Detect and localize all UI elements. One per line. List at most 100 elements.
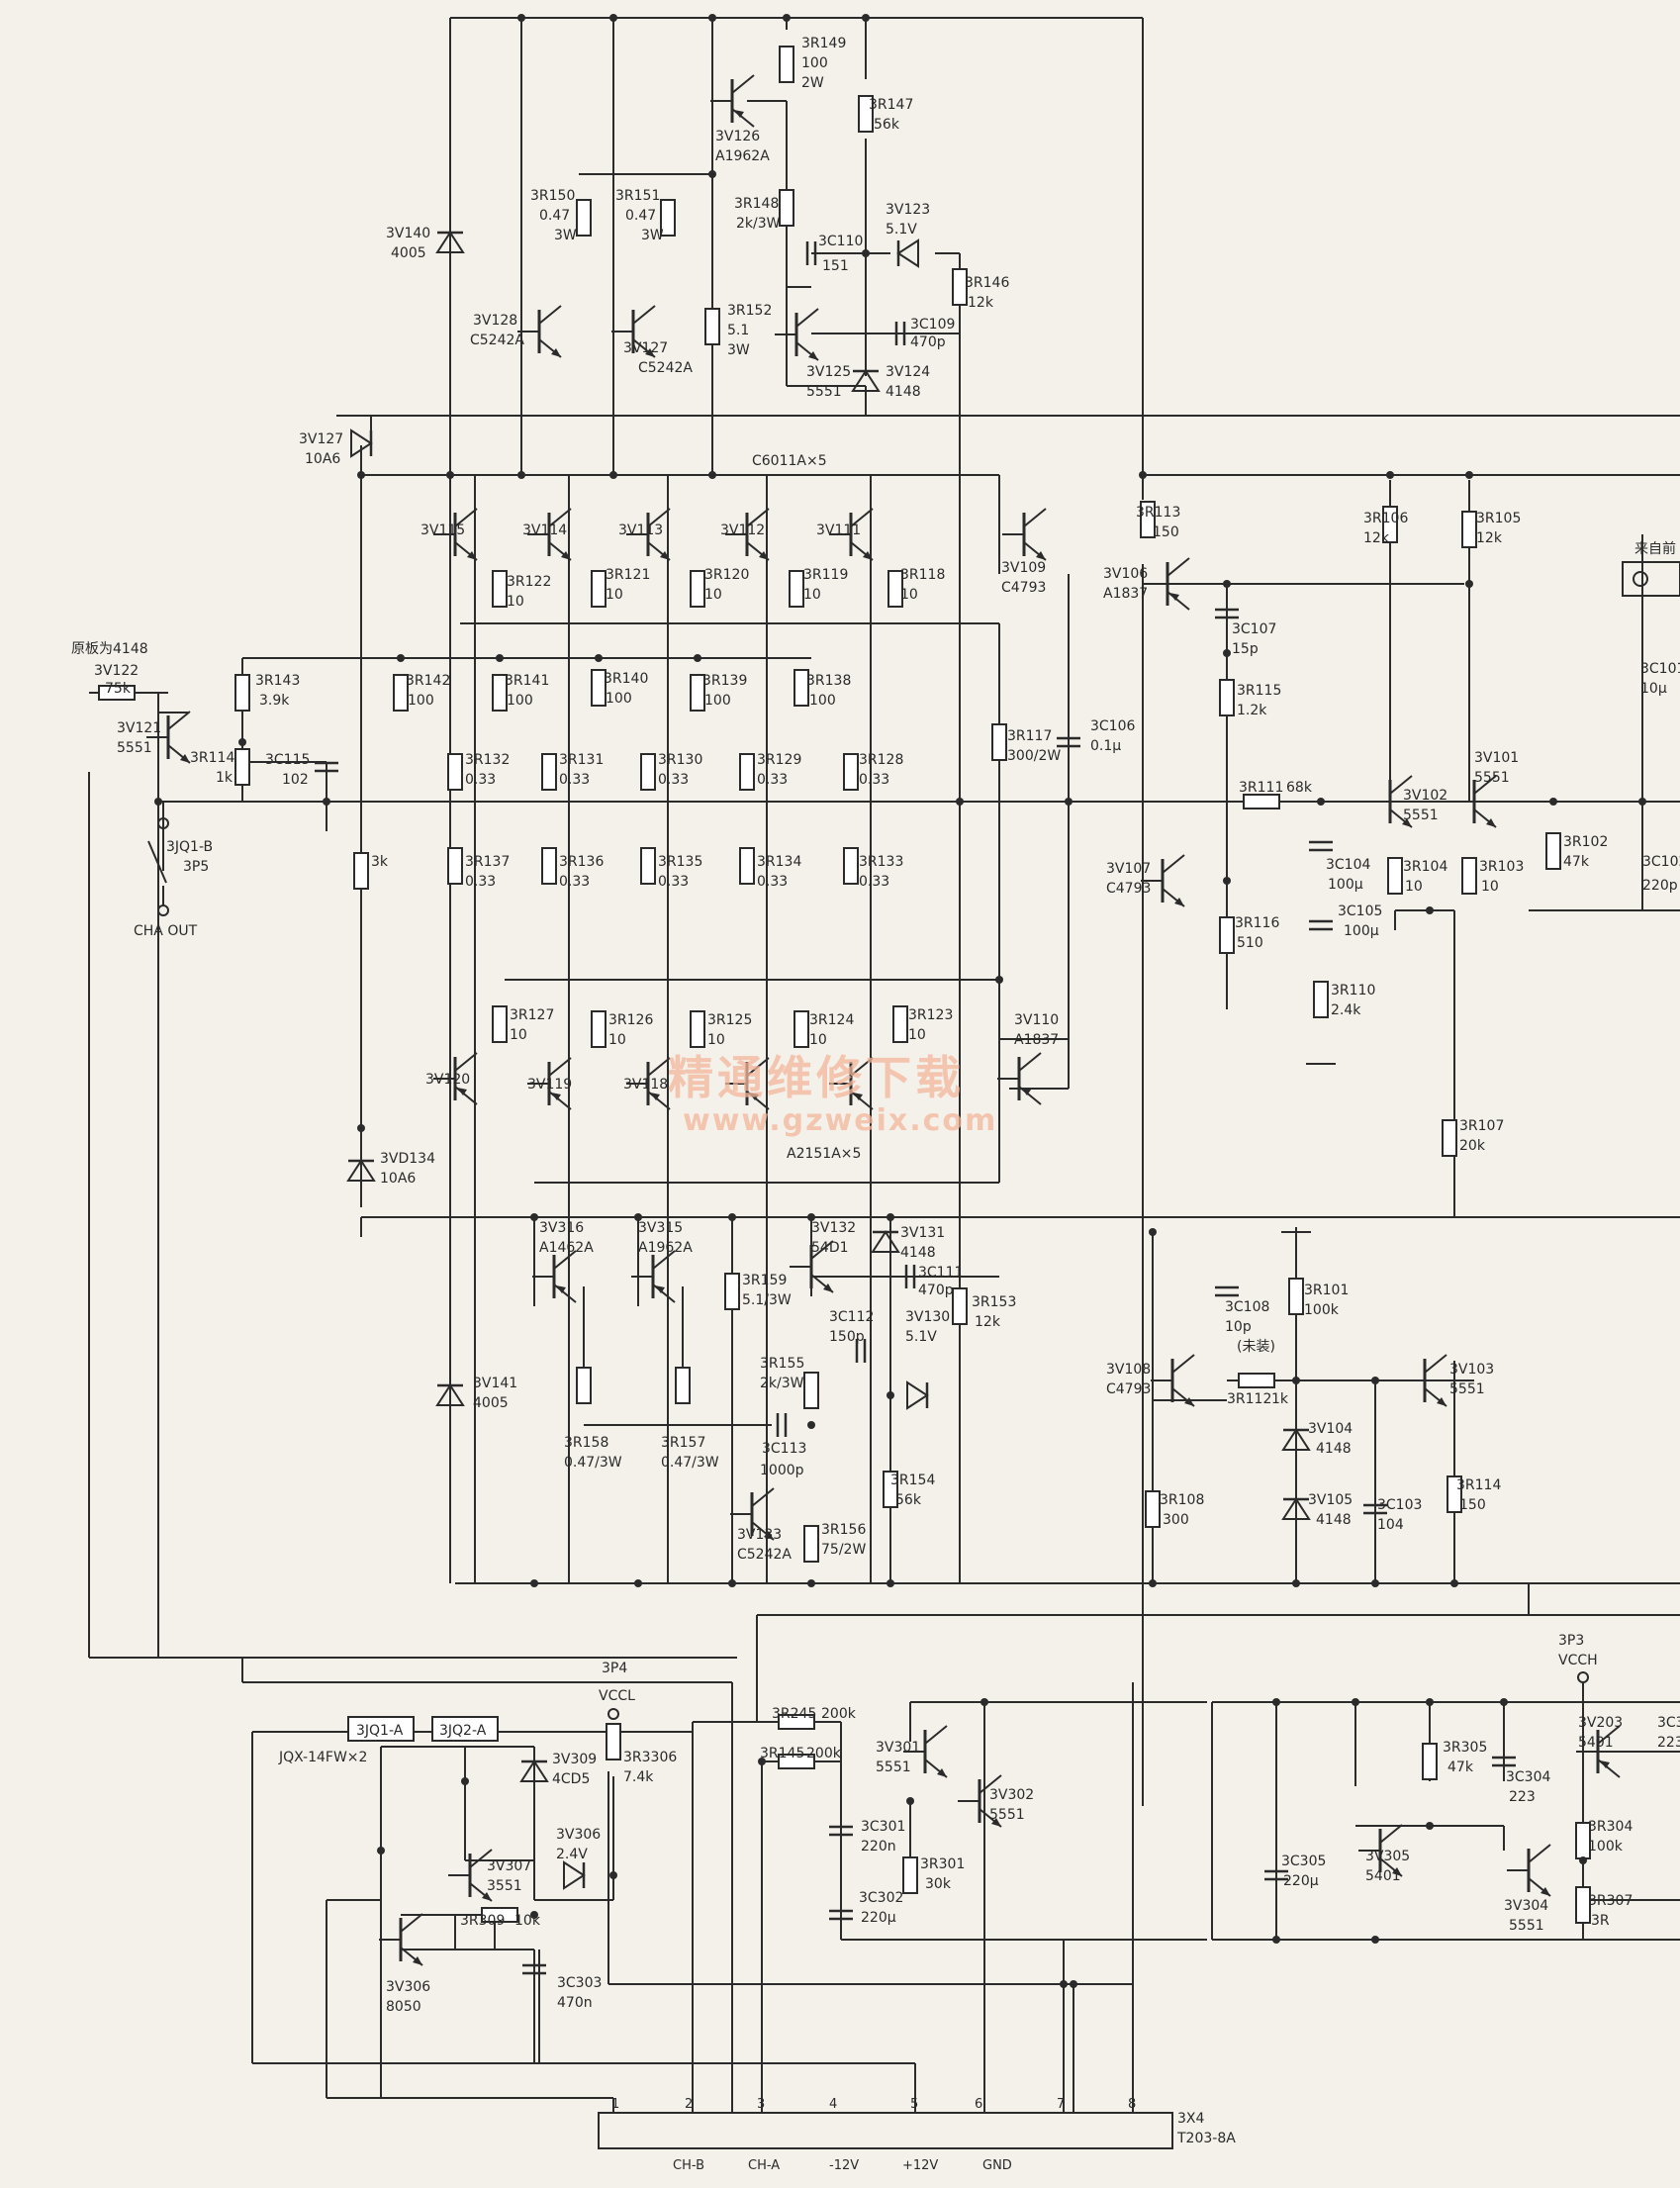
svg-text:3V110: 3V110 (1014, 1012, 1059, 1028)
zener-3V130 (905, 1380, 929, 1410)
svg-text:3R116: 3R116 (1235, 915, 1279, 931)
svg-text:223: 223 (1509, 1789, 1536, 1805)
svg-text:3V123: 3V123 (886, 202, 930, 218)
svg-text:3V125: 3V125 (806, 364, 851, 380)
svg-text:3V309: 3V309 (552, 1752, 597, 1767)
svg-text:0.33: 0.33 (465, 874, 496, 890)
svg-text:3C115: 3C115 (265, 752, 310, 768)
svg-text:3R130: 3R130 (658, 752, 702, 768)
svg-text:3W: 3W (641, 228, 664, 243)
svg-text:3V118: 3V118 (623, 1077, 668, 1093)
svg-text:12k: 12k (968, 295, 994, 311)
svg-text:3R101: 3R101 (1304, 1283, 1349, 1298)
svg-text:CHA OUT: CHA OUT (134, 923, 198, 939)
resistor-3R119 (789, 570, 804, 608)
svg-text:3C105: 3C105 (1338, 904, 1382, 919)
svg-text:3R115: 3R115 (1237, 683, 1281, 699)
svg-text:10p: 10p (1225, 1319, 1252, 1335)
svg-text:A1962A: A1962A (715, 148, 770, 164)
svg-text:3V127: 3V127 (299, 431, 343, 447)
svg-text:10A6: 10A6 (305, 451, 340, 467)
svg-text:3C111: 3C111 (918, 1265, 963, 1281)
components (98, 46, 1680, 2149)
svg-text:3V103: 3V103 (1449, 1362, 1494, 1378)
svg-text:1000p: 1000p (760, 1463, 804, 1478)
svg-text:0.47/3W: 0.47/3W (661, 1455, 719, 1471)
svg-text:3R134: 3R134 (757, 854, 801, 870)
svg-text:2.4V: 2.4V (556, 1847, 588, 1862)
svg-text:3P4: 3P4 (602, 1661, 627, 1676)
svg-text:7.4k: 7.4k (623, 1769, 654, 1785)
svg-text:3JQ1-B: 3JQ1-B (166, 839, 213, 855)
svg-text:0.47: 0.47 (625, 208, 656, 224)
svg-text:3R132: 3R132 (465, 752, 510, 768)
svg-text:510: 510 (1237, 935, 1263, 951)
resistor-3R134 (739, 847, 755, 885)
svg-text:3R126: 3R126 (608, 1012, 653, 1028)
resistor-3R114-1k (234, 748, 250, 786)
svg-text:3V113: 3V113 (618, 523, 663, 538)
svg-text:1: 1 (611, 2097, 619, 2112)
svg-text:10μ: 10μ (1640, 681, 1667, 697)
svg-text:3V106: 3V106 (1103, 566, 1148, 582)
svg-text:5551: 5551 (876, 1760, 911, 1775)
resistor-3R117 (991, 723, 1007, 761)
svg-text:2: 2 (685, 2097, 693, 2112)
svg-text:102: 102 (282, 772, 309, 788)
svg-text:0.33: 0.33 (658, 772, 689, 788)
svg-text:3JQ1-A: 3JQ1-A (356, 1723, 404, 1739)
svg-text:3V302: 3V302 (989, 1787, 1034, 1803)
svg-text:100μ: 100μ (1344, 923, 1379, 939)
svg-text:3C113: 3C113 (762, 1441, 806, 1457)
svg-text:3R139: 3R139 (702, 673, 747, 689)
svg-text:3C107: 3C107 (1232, 621, 1276, 637)
svg-text:5.1V: 5.1V (886, 222, 917, 238)
svg-text:15p: 15p (1232, 641, 1259, 657)
resistor-3R305 (1422, 1743, 1438, 1780)
svg-text:56k: 56k (874, 117, 900, 133)
svg-text:3V305: 3V305 (1365, 1849, 1410, 1864)
resistor-3R135 (640, 847, 656, 885)
svg-text:10: 10 (900, 587, 918, 603)
svg-text:47k: 47k (1447, 1760, 1474, 1775)
svg-text:100: 100 (704, 693, 731, 709)
svg-text:3C303: 3C303 (557, 1975, 602, 1991)
svg-text:0.33: 0.33 (757, 772, 788, 788)
svg-text:C5242A: C5242A (737, 1547, 792, 1563)
svg-text:3P3: 3P3 (1558, 1633, 1584, 1649)
svg-text:3V130: 3V130 (905, 1309, 950, 1325)
svg-text:3C103: 3C103 (1377, 1497, 1422, 1513)
svg-text:5401: 5401 (1578, 1735, 1614, 1751)
svg-text:4148: 4148 (886, 384, 921, 400)
svg-text:A1837: A1837 (1014, 1032, 1059, 1048)
svg-text:3R127: 3R127 (510, 1007, 554, 1023)
resistor-3R120 (690, 570, 705, 608)
vccl-terminal-icon (607, 1708, 619, 1720)
svg-text:3C109: 3C109 (910, 317, 955, 333)
svg-text:100μ: 100μ (1328, 877, 1363, 893)
svg-text:3R146: 3R146 (965, 275, 1009, 291)
svg-text:3W: 3W (554, 228, 577, 243)
svg-text:3R156: 3R156 (821, 1522, 866, 1538)
capacitor-3C113 (776, 1411, 788, 1439)
svg-text:12k: 12k (1476, 530, 1503, 546)
svg-text:150: 150 (1459, 1497, 1486, 1513)
svg-text:10: 10 (606, 587, 623, 603)
svg-text:3R128: 3R128 (859, 752, 903, 768)
svg-text:104: 104 (1377, 1517, 1404, 1533)
svg-text:3551: 3551 (487, 1878, 522, 1894)
resistor-3R129 (739, 753, 755, 791)
capacitor-3C104 (1307, 840, 1335, 852)
svg-text:3R145: 3R145 (760, 1746, 804, 1761)
svg-text:3R135: 3R135 (658, 854, 702, 870)
svg-text:5551: 5551 (1449, 1381, 1485, 1397)
svg-text:0.33: 0.33 (465, 772, 496, 788)
svg-text:0.33: 0.33 (859, 874, 889, 890)
svg-text:3R155: 3R155 (760, 1356, 804, 1372)
svg-text:2k/3W: 2k/3W (736, 216, 781, 232)
svg-text:470p: 470p (910, 334, 946, 350)
svg-text:470p: 470p (918, 1283, 954, 1298)
svg-text:3V128: 3V128 (473, 313, 517, 329)
svg-text:C4793: C4793 (1001, 580, 1046, 596)
